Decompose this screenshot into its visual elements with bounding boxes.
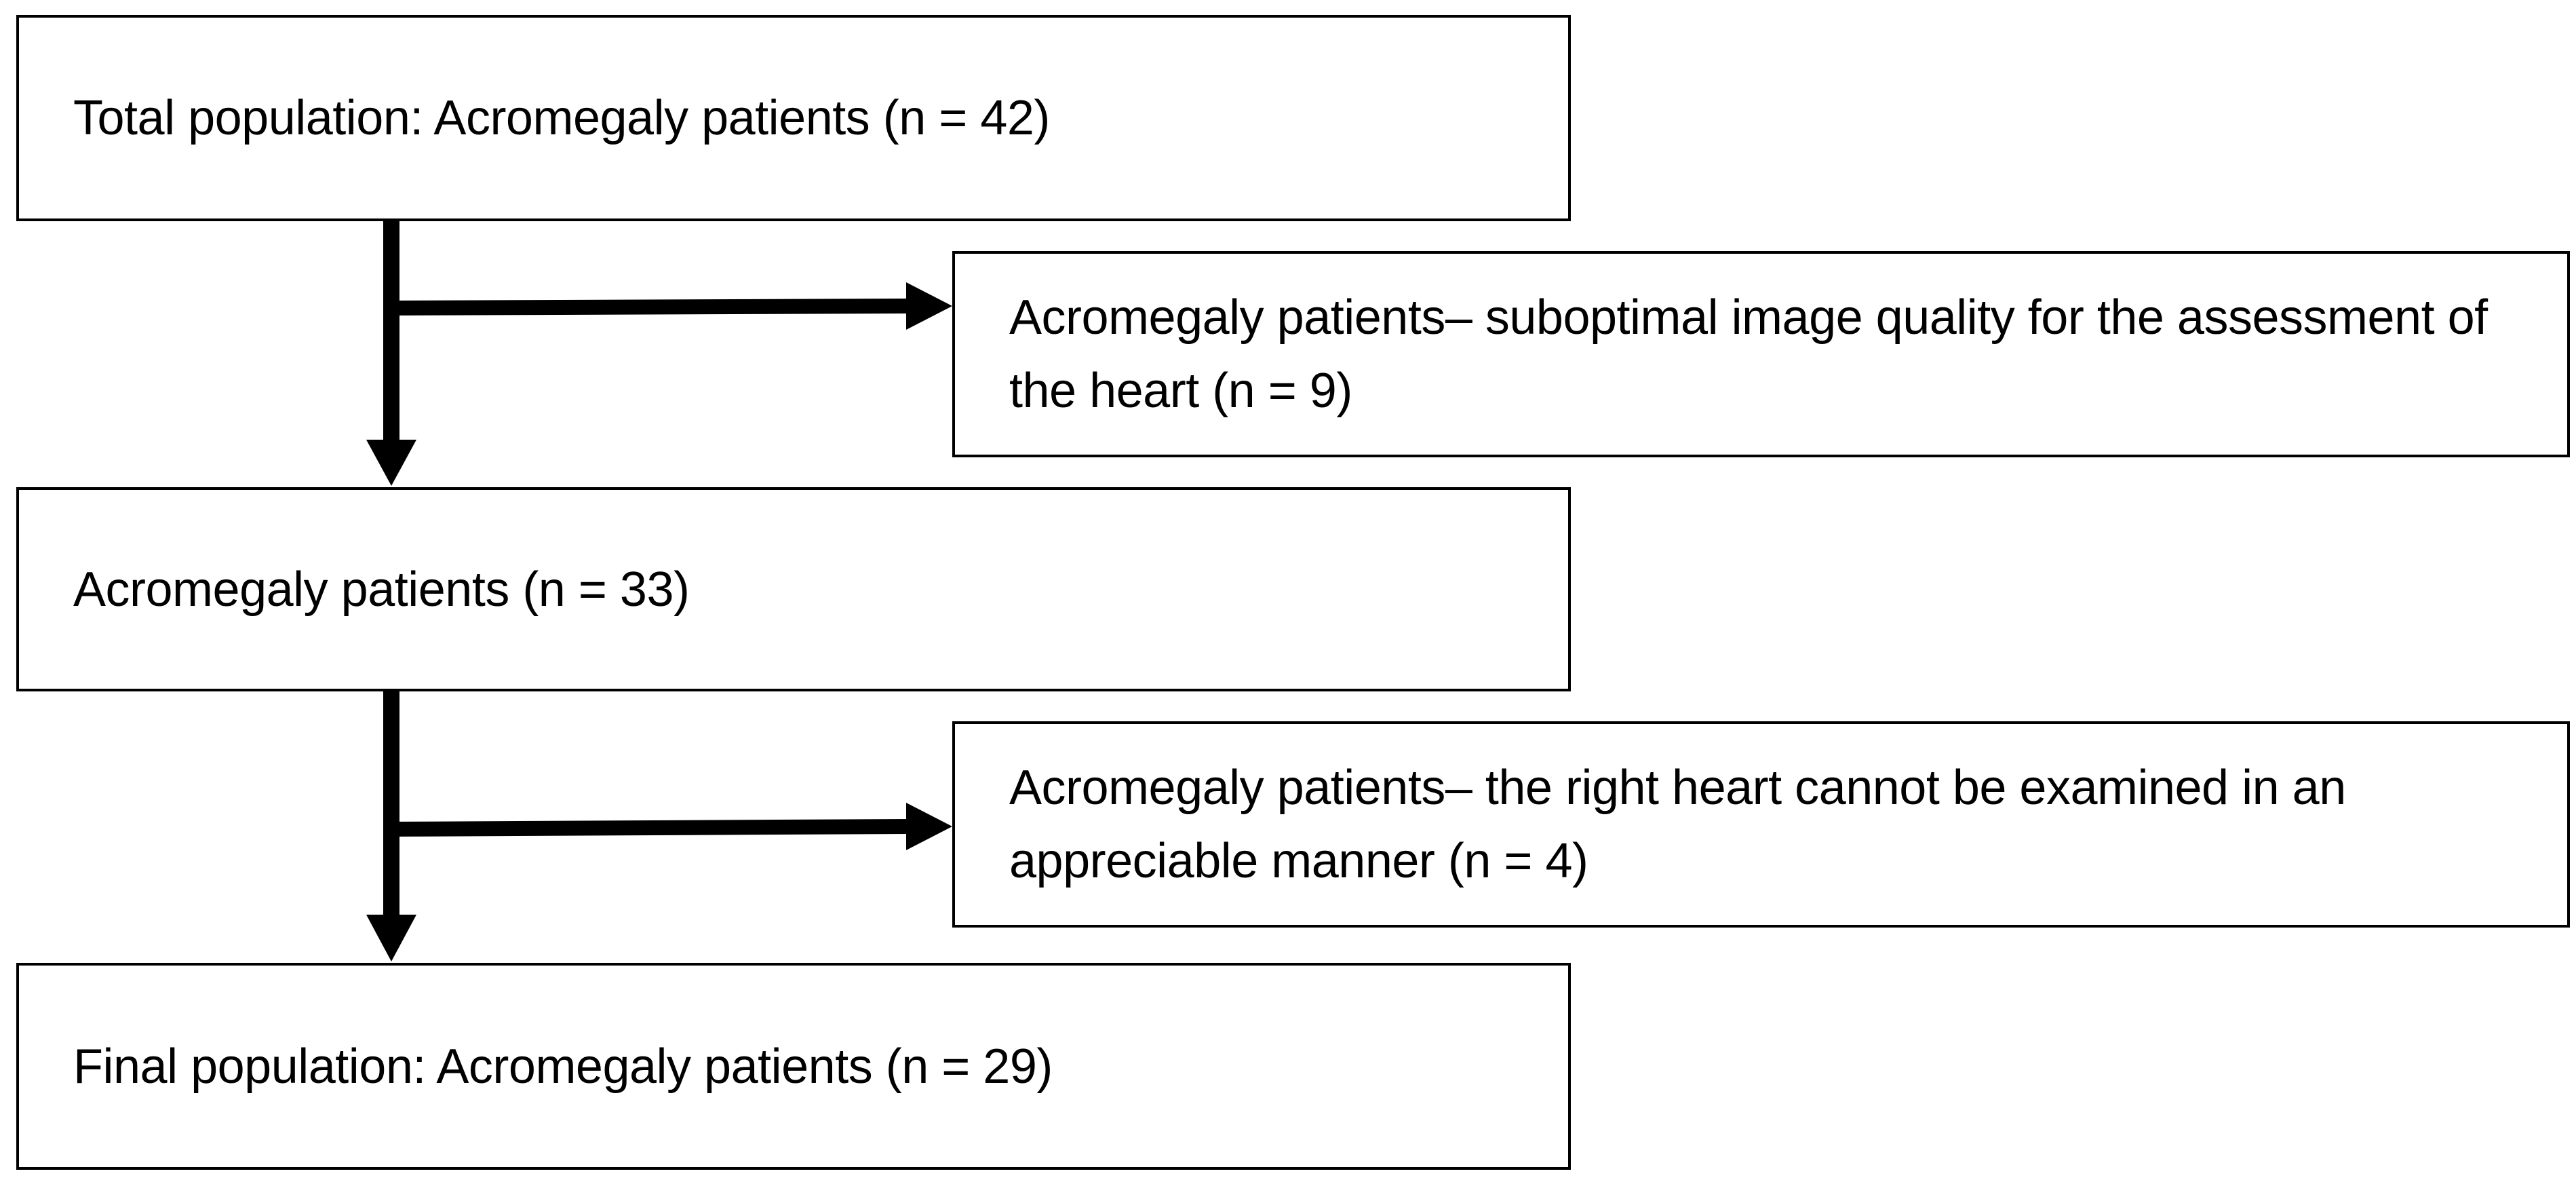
exclusion-image-quality-text: Acromegaly patients– suboptimal image qu… bbox=[1009, 290, 2501, 418]
box-final-population: Final population: Acromegaly patients (n… bbox=[16, 963, 1571, 1170]
intermediate-population-text: Acromegaly patients (n = 33) bbox=[73, 562, 690, 617]
box-exclusion-image-quality: Acromegaly patients– suboptimal image qu… bbox=[952, 251, 2570, 457]
box-total-population: Total population: Acromegaly patients (n… bbox=[16, 15, 1571, 221]
flow-arrowhead-down-1 bbox=[366, 440, 416, 486]
total-population-text: Total population: Acromegaly patients (n… bbox=[73, 91, 1050, 145]
box-intermediate-population: Acromegaly patients (n = 33) bbox=[16, 487, 1571, 691]
exclusion-arrowhead-1 bbox=[906, 282, 952, 330]
box-exclusion-right-heart: Acromegaly patients– the right heart can… bbox=[952, 721, 2570, 928]
exclusion-right-heart-text: Acromegaly patients– the right heart can… bbox=[1009, 761, 2360, 888]
final-population-text: Final population: Acromegaly patients (n… bbox=[73, 1039, 1053, 1094]
exclusion-branch-line-2 bbox=[391, 819, 910, 837]
flow-arrowhead-down-2 bbox=[366, 915, 416, 961]
exclusion-branch-line-1 bbox=[391, 299, 910, 316]
exclusion-arrowhead-2 bbox=[906, 803, 952, 850]
